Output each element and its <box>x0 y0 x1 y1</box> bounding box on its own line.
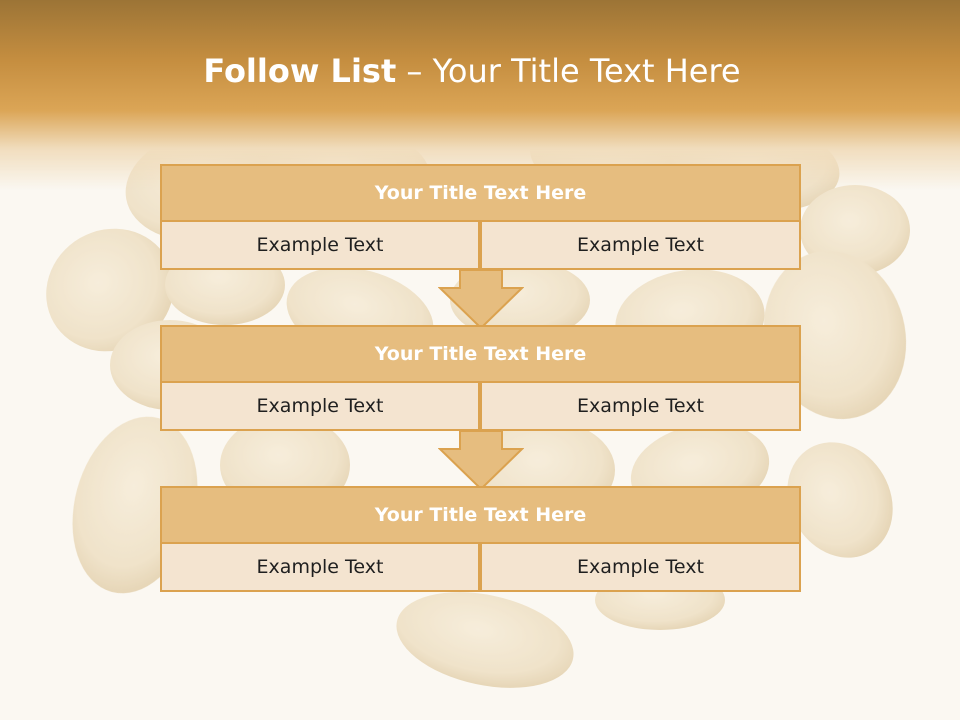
slide-title: Follow List – Your Title Text Here <box>0 52 944 90</box>
block-cell-right: Example Text <box>480 381 801 431</box>
block-title: Your Title Text Here <box>160 486 801 544</box>
block-title: Your Title Text Here <box>160 164 801 222</box>
block-cell-left: Example Text <box>160 220 480 270</box>
down-arrow-icon <box>438 269 524 330</box>
block-cell-right: Example Text <box>480 542 801 592</box>
block-title: Your Title Text Here <box>160 325 801 383</box>
block-cell-left: Example Text <box>160 381 480 431</box>
block-cell-left: Example Text <box>160 542 480 592</box>
list-block-1: Your Title Text Here Example Text Exampl… <box>160 164 801 270</box>
header-band <box>0 0 960 190</box>
down-arrow-icon <box>438 430 524 491</box>
list-block-3: Your Title Text Here Example Text Exampl… <box>160 486 801 592</box>
slide-title-rest: – Your Title Text Here <box>406 52 741 90</box>
slide-title-bold: Follow List <box>203 52 397 90</box>
block-cell-right: Example Text <box>480 220 801 270</box>
list-block-2: Your Title Text Here Example Text Exampl… <box>160 325 801 431</box>
